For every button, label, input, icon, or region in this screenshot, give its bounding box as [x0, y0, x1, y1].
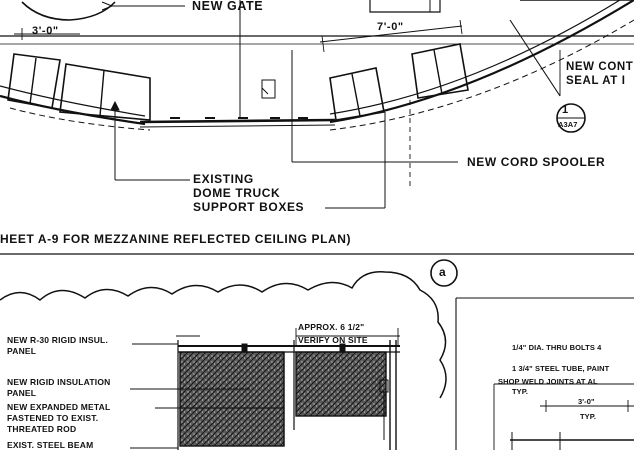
support-box-right-1 — [329, 67, 385, 121]
rigid-panel-label: PANEL — [7, 388, 37, 398]
shop-weld-label: SHOP WELD JOINTS AT AL — [498, 377, 598, 386]
centre-track — [139, 118, 336, 124]
shop-weld-typ-label: TYP. — [512, 387, 529, 396]
section-sheet-ref: A3A7 — [558, 120, 578, 129]
revision-cloud — [0, 271, 447, 399]
r30-insul-label: NEW R-30 RIGID INSUL. — [7, 335, 109, 345]
support-box-left-1 — [7, 53, 61, 109]
dome-wall-left — [0, 94, 146, 126]
insulation-block-left — [179, 351, 285, 447]
fastened-label: FASTENED TO EXIST. — [7, 413, 99, 423]
threated-rod-label: THREATED ROD — [7, 424, 77, 434]
plan-view — [0, 0, 634, 255]
gate-swing-arc — [21, 1, 116, 21]
section-detail — [0, 259, 634, 450]
typ-label: TYP. — [580, 412, 597, 421]
new-cont-label: NEW CONT — [566, 61, 634, 73]
dim-line-7ft — [319, 25, 463, 43]
cord-spooler-label: NEW CORD SPOOLER — [467, 155, 606, 169]
verify-site-label: VERIFY ON SITE — [298, 335, 368, 345]
support-box-right-2 — [411, 43, 469, 99]
steel-beam-label: EXIST. STEEL BEAM — [7, 440, 94, 450]
steel-tube-label: 1 3/4" STEEL TUBE, PAINT — [512, 364, 610, 373]
section-number: 1 — [562, 104, 569, 116]
dome-truck-label: DOME TRUCK — [193, 186, 281, 200]
rigid-insul-label: NEW RIGID INSULATION — [7, 377, 111, 387]
detail-marker-bubble — [430, 259, 458, 287]
r30-panel-label: PANEL — [7, 346, 37, 356]
thru-bolts-label: 1/4" DIA. THRU BOLTS 4 — [512, 343, 602, 352]
expanded-metal-label: NEW EXPANDED METAL — [7, 402, 111, 412]
new-gate-label: NEW GATE — [192, 0, 264, 13]
support-box-left-2 — [59, 63, 151, 121]
insulation-block-right — [295, 351, 387, 417]
dim-7ft-label: 7'-0" — [377, 21, 404, 33]
detail-marker-letter: a — [439, 265, 447, 279]
cord-spooler-symbol — [261, 79, 276, 99]
existing-label: EXISTING — [193, 172, 254, 186]
dim-3ft-detail-label: 3'-0" — [578, 397, 595, 406]
seal-at-label: SEAL AT I — [566, 75, 626, 87]
approx-dim-label: APPROX. 6 1/2" — [298, 322, 365, 332]
reflected-ceiling-note: HEET A-9 FOR MEZZANINE REFLECTED CEILING… — [0, 232, 352, 246]
dim-3ft-label: 3'-0" — [32, 25, 59, 37]
support-boxes-label: SUPPORT BOXES — [193, 200, 305, 214]
